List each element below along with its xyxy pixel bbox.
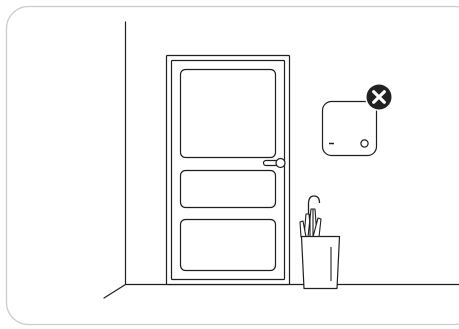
wall-device-icon <box>323 102 377 156</box>
error-badge-icon <box>365 83 393 111</box>
door-panel-bottom <box>181 220 276 271</box>
door-panel-middle <box>181 171 276 208</box>
door-icon <box>167 56 290 285</box>
umbrella-stand-icon <box>302 237 340 289</box>
door-panel-top <box>181 70 276 158</box>
device-button <box>361 140 368 147</box>
